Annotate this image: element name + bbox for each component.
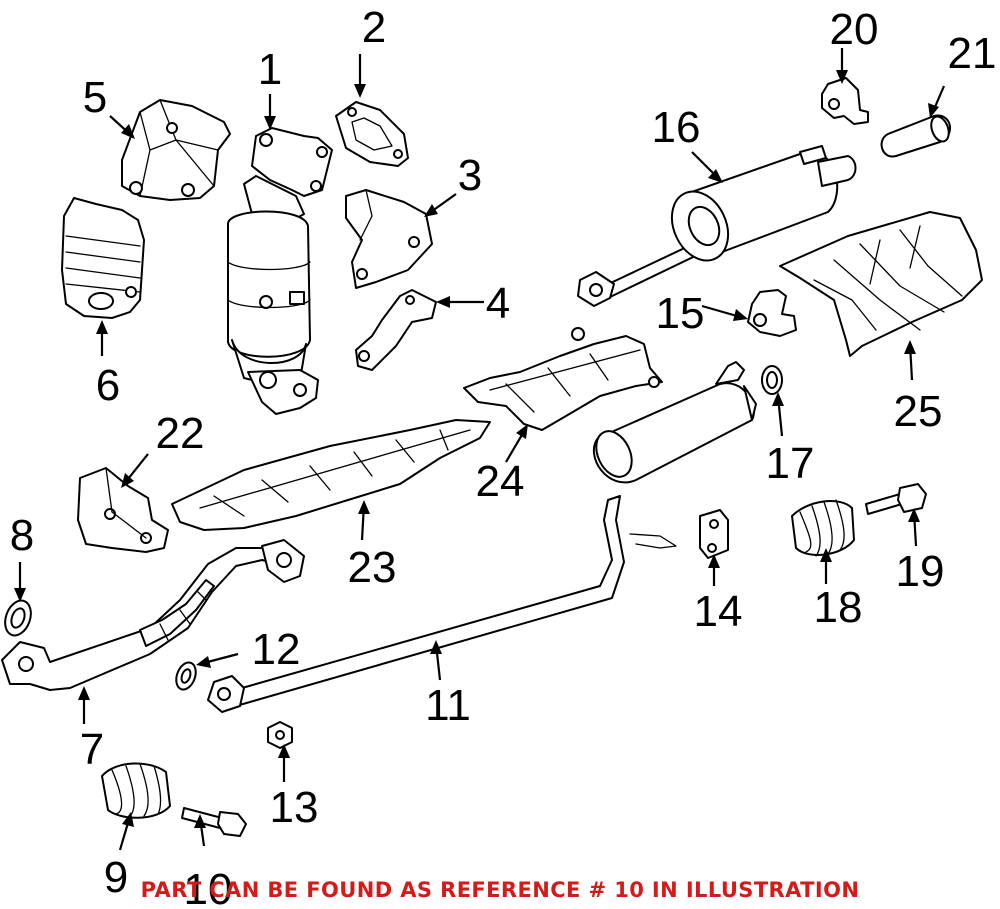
- callout-13: 13: [270, 783, 319, 832]
- callout-24: 24: [476, 457, 525, 506]
- reference-note: PART CAN BE FOUND AS REFERENCE # 10 IN I…: [141, 878, 860, 902]
- part-7-front-pipe: [1, 539, 305, 691]
- callout-6: 6: [96, 361, 120, 410]
- callout-14: 14: [694, 587, 743, 636]
- part-21-pipe-tip: [880, 114, 951, 158]
- part-2-manifold-gasket: [335, 101, 409, 167]
- part-1-catalytic-converter-manifold: [227, 127, 333, 415]
- callout-8: 8: [10, 511, 34, 560]
- part-20-hanger: [821, 77, 869, 125]
- part-9-flex-joint: [101, 762, 171, 819]
- leader-arrowheads: [14, 70, 939, 828]
- callout-11: 11: [425, 681, 471, 730]
- part-24-front-heat-shield: [463, 327, 663, 431]
- part-18-flex-joint: [791, 499, 855, 557]
- callout-19: 19: [896, 547, 945, 596]
- callout-15: 15: [656, 289, 705, 338]
- part-11-exhaust-pipe-resonator: [207, 361, 757, 713]
- part-4-bracket: [355, 289, 437, 371]
- callout-5: 5: [83, 73, 107, 122]
- part-14-rubber-hanger: [699, 509, 729, 559]
- part-17-gasket-ring: [761, 365, 783, 395]
- callout-18: 18: [814, 583, 863, 632]
- part-13-nut: [267, 721, 293, 749]
- part-5-upper-heat-shield: [121, 99, 231, 201]
- callout-21: 21: [948, 29, 997, 78]
- part-15-hanger: [747, 289, 797, 337]
- part-25-rear-heat-shield: [779, 211, 983, 357]
- part-6-lower-heat-shield: [61, 197, 145, 319]
- callout-4: 4: [486, 279, 510, 328]
- part-12-gasket: [175, 661, 197, 691]
- callout-25: 25: [894, 387, 943, 436]
- callout-7: 7: [80, 725, 104, 774]
- callout-10: 10: [184, 865, 233, 909]
- callout-17: 17: [766, 439, 815, 488]
- callout-16: 16: [652, 103, 701, 152]
- callout-20: 20: [830, 5, 879, 54]
- part-19-bolt: [865, 483, 927, 515]
- callout-2: 2: [362, 3, 386, 52]
- callout-12: 12: [252, 625, 301, 674]
- callout-1: 1: [258, 45, 282, 94]
- part-3-bracket: [345, 189, 433, 289]
- part-23-center-heat-shield: [171, 419, 491, 531]
- callout-9: 9: [104, 853, 128, 902]
- callout-3: 3: [458, 151, 482, 200]
- part-16-muffler: [577, 145, 857, 307]
- part-8-gasket-ring: [4, 599, 32, 637]
- callout-22: 22: [156, 409, 205, 458]
- callout-numbers: 1 2 3 4 5 6 7 8 9 10 11 12 13 14 15 16 1…: [10, 3, 997, 909]
- callout-23: 23: [348, 543, 397, 592]
- part-10-bolt: [181, 807, 247, 837]
